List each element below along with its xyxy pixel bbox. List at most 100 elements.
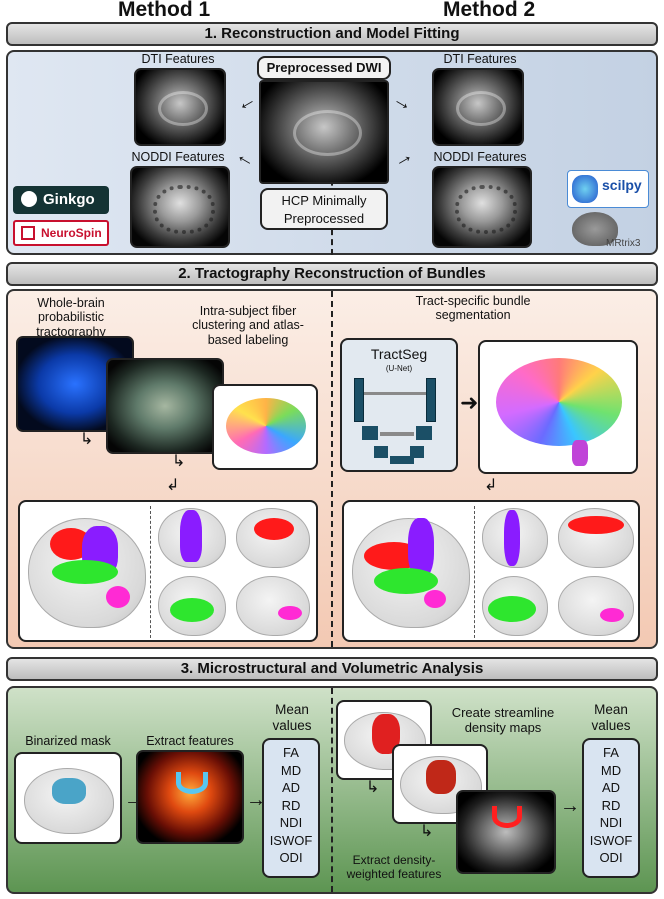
neurospin-logo: NeuroSpin [13, 220, 109, 246]
section1-header: 1. Reconstruction and Model Fitting [6, 22, 658, 46]
arrow-density-to-values: → [560, 795, 580, 817]
metric-fa: FA [603, 745, 619, 760]
binarized-label: Binarized mask [25, 734, 111, 748]
metric-rd: RD [281, 797, 301, 813]
method2-title: Method 2 [443, 0, 536, 21]
unet-bottleneck [390, 456, 414, 464]
unet-block-4 [416, 426, 432, 440]
bundle-green [52, 560, 118, 584]
method1-title: Method 1 [118, 0, 211, 21]
unet-block-5 [374, 446, 388, 458]
dti-left-label: DTI Features [141, 52, 215, 66]
arrow-density-1-to-2: ↳ [366, 779, 380, 796]
noddi-right-image [432, 166, 532, 248]
metric-md: MD [280, 762, 302, 778]
tractseg-box: TractSeg (U-Net) [340, 338, 458, 472]
scilpy-text: scilpy [602, 177, 642, 193]
bundle-cst [180, 510, 202, 562]
metric-md: MD [600, 762, 622, 778]
unet-block-3 [362, 426, 378, 440]
noddi-left-image [130, 166, 230, 248]
unet-block-6 [410, 446, 424, 458]
preprocessed-dwi-box: Preprocessed DWI [257, 56, 391, 80]
mrtrix-brain-icon [572, 212, 618, 246]
metric-ad: AD [281, 780, 301, 795]
arrow-atlas-to-bundles-left: ↲ [166, 477, 180, 494]
unet-block-1 [354, 378, 364, 422]
metric-odi: ODI [279, 850, 303, 865]
atlas-labeling-image [212, 384, 318, 470]
arrow-density-2-to-3: ↳ [420, 823, 434, 840]
ginkgo-logo: Ginkgo [13, 186, 109, 214]
ginkgo-text: Ginkgo [43, 191, 95, 208]
seg-ilf [488, 596, 536, 622]
seg-green [374, 568, 438, 594]
neurospin-text: NeuroSpin [41, 226, 102, 240]
density-tract-overlay [492, 806, 522, 828]
seg-magenta [424, 590, 446, 608]
metrics-left-box: FA MD AD RD NDI ISWOF ODI [262, 738, 320, 878]
metric-odi: ODI [599, 850, 623, 865]
seg-uf-brain [558, 576, 634, 636]
tractseg-title: TractSeg [370, 346, 428, 362]
create-maps-label: Create streamline density maps [451, 705, 555, 735]
seg-af [568, 516, 624, 534]
clustering-label: Intra-subject fiber clustering and atlas… [192, 304, 304, 347]
bundles-right-box [342, 500, 640, 642]
features-tract-overlay [176, 772, 208, 794]
bundle-uf-brain [236, 576, 310, 636]
section2-header: 2. Tractography Reconstruction of Bundle… [6, 262, 658, 286]
seg-uf [600, 608, 624, 622]
bundle-af [254, 518, 294, 540]
metric-iswof: ISWOF [269, 832, 313, 848]
bundles-right-divider [474, 506, 475, 638]
metric-ad: AD [601, 780, 621, 795]
tractseg-output-image [478, 340, 638, 474]
noddi-left-label: NODDI Features [131, 150, 225, 164]
metrics-right-box: FA MD AD RD NDI ISWOF ODI [582, 738, 640, 878]
tractseg-brain-shape [496, 358, 622, 446]
arrow-features-to-values: → [246, 789, 266, 811]
unet-block-2 [426, 378, 436, 422]
tract-specific-label: Tract-specific bundle segmentation [415, 294, 531, 323]
mean-left-label: Mean values [272, 702, 312, 733]
whole-brain-label: Whole-brain probabilistic tractography [36, 296, 106, 339]
fiber-clustering-image [106, 358, 224, 454]
metric-ndi: NDI [599, 815, 623, 830]
bundles-left-box [18, 500, 318, 642]
section2-divider [331, 291, 333, 647]
noddi-right-label: NODDI Features [433, 150, 527, 164]
hcp-box: HCP Minimally Preprocessed [260, 188, 388, 230]
unet-skip-2 [380, 432, 414, 436]
seg-cst [504, 510, 520, 566]
bundle-magenta [106, 586, 130, 608]
dti-left-image [134, 68, 226, 146]
extract-label: Extract features [146, 734, 234, 748]
arrow-brain-to-bundles-right: ↲ [484, 477, 498, 494]
bundles-left-divider [150, 506, 151, 638]
extract-density-label: Extract density-weighted features [346, 853, 442, 881]
neurospin-icon [21, 226, 35, 240]
ginkgo-leaf-icon [21, 191, 37, 207]
scilpy-brain-icon [572, 175, 598, 203]
tractseg-unet: (U-Net) [385, 364, 413, 373]
density-tract-2 [426, 760, 456, 794]
bundle-uf [278, 606, 302, 620]
metric-iswof: ISWOF [589, 832, 633, 848]
dti-right-label: DTI Features [443, 52, 517, 66]
bundle-ilf [170, 598, 214, 622]
metric-fa: FA [283, 745, 299, 760]
scilpy-logo: scilpy [567, 170, 649, 208]
section3-divider [331, 688, 333, 892]
mean-right-label: Mean values [591, 702, 631, 733]
unet-skip-1 [364, 392, 426, 395]
arrow-tractseg-to-brain: ➜ [460, 390, 479, 415]
features-image [136, 750, 244, 844]
dti-right-image [432, 68, 524, 146]
binarized-mask-image [14, 752, 122, 844]
atlas-brain-shape [226, 398, 306, 454]
section3-header: 3. Microstructural and Volumetric Analys… [6, 657, 658, 681]
arrow-clustering-to-atlas: ↳ [172, 453, 186, 470]
density-weighted-image [456, 790, 556, 874]
arrow-whole-brain-to-clustering: ↳ [80, 431, 94, 448]
